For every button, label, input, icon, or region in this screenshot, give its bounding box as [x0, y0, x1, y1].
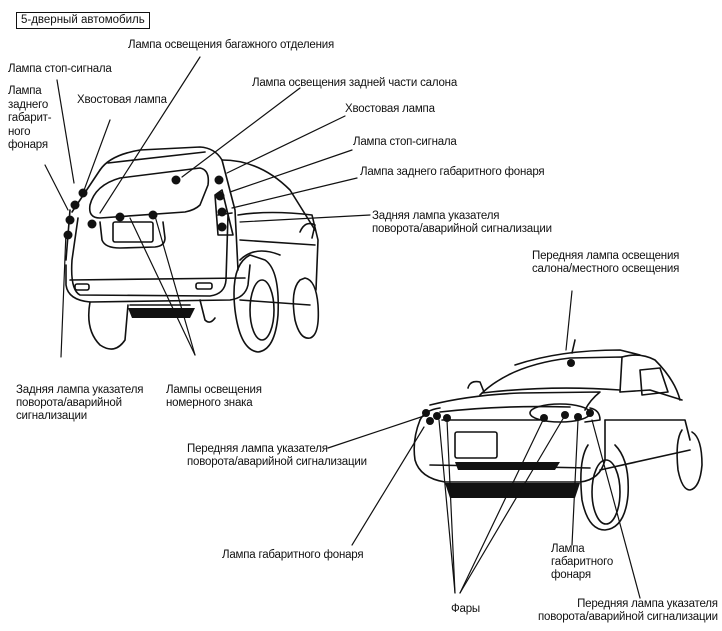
label-line: Лампы освещения	[166, 384, 262, 396]
label-rear-interior-lamp: Лампа освещения задней части салона	[252, 77, 458, 89]
label-line: габарит-	[8, 112, 52, 124]
lamp-dot	[574, 413, 582, 421]
front-leader-lines	[327, 290, 641, 599]
label-tail-lamp-right: Хвостовая лампа	[345, 103, 435, 115]
lamp-dot	[214, 175, 224, 185]
lamp-dot	[115, 212, 125, 222]
lamp-dot	[217, 222, 227, 232]
label-line: поворота/аварийной	[16, 397, 122, 409]
label-position-lamp-right: Лампа габаритного фонаря	[551, 543, 613, 582]
label-line: поворота/аварийной сигнализации	[187, 456, 367, 468]
label-line: Передняя лампа указателя	[187, 443, 328, 455]
rear-car-drawing	[65, 146, 320, 353]
label-line: Задняя лампа указателя	[16, 384, 144, 396]
label-headlights: Фары	[451, 603, 481, 615]
lamp-dot	[422, 409, 430, 417]
lamp-dot	[540, 414, 548, 422]
label-line: поворота/аварийной сигнализации	[538, 611, 718, 623]
label-front-turn-lamp-left: Передняя лампа указателя поворота/аварий…	[187, 443, 367, 469]
lamp-dot	[586, 409, 594, 417]
lamp-dot	[433, 412, 441, 420]
label-front-turn-lamp-right: Передняя лампа указателя поворота/аварий…	[538, 598, 718, 624]
label-rear-position-lamp-left: Лампа заднего габарит- ного фонаря	[8, 85, 52, 153]
lamp-dot	[217, 207, 227, 217]
label-line: Лампа	[8, 85, 42, 97]
label-line: Передняя лампа указателя	[577, 598, 718, 610]
label-line: Задняя лампа указателя	[372, 210, 500, 222]
label-line: ного	[8, 125, 31, 138]
label-brake-lamp-left: Лампа стоп-сигнала	[8, 63, 112, 75]
label-brake-lamp-right: Лампа стоп-сигнала	[353, 136, 457, 148]
lamp-dot	[87, 219, 97, 229]
lamp-dot	[63, 230, 73, 240]
label-line: салона/местного освещения	[532, 263, 680, 275]
label-line: заднего	[8, 98, 49, 111]
label-rear-turn-lamp-right: Задняя лампа указателя поворота/аварийно…	[372, 210, 552, 236]
rear-underbody-shadow	[128, 308, 195, 318]
lamp-dot	[70, 200, 80, 210]
lamp-dot	[426, 417, 434, 425]
label-line: фонаря	[8, 139, 48, 151]
label-line: габаритного	[551, 556, 614, 568]
front-car-drawing	[413, 339, 703, 531]
lamp-dot	[443, 414, 451, 422]
label-rear-position-lamp-right: Лампа заднего габаритного фонаря	[360, 166, 545, 178]
lamp-dot	[78, 188, 88, 198]
label-line: Лампа	[551, 543, 585, 555]
label-front-interior-lamp: Передняя лампа освещения салона/местного…	[532, 250, 679, 276]
lamp-dot	[215, 191, 225, 201]
rear-leader-lines	[44, 56, 371, 358]
diagram-title: 5-дверный автомобиль	[16, 12, 150, 29]
label-line: фонаря	[551, 569, 591, 581]
lamp-dot	[148, 210, 158, 220]
label-position-lamp-left: Лампа габаритного фонаря	[222, 549, 364, 561]
lamp-dot	[561, 411, 569, 419]
label-line: Передняя лампа освещения	[532, 250, 680, 262]
label-line: сигнализации	[16, 410, 87, 422]
lamp-dot	[65, 215, 75, 225]
label-tail-lamp-left: Хвостовая лампа	[77, 94, 167, 106]
label-rear-turn-lamp-left: Задняя лампа указателя поворота/аварийно…	[16, 384, 143, 423]
label-line: номерного знака	[166, 397, 253, 409]
label-license-plate-lamps: Лампы освещения номерного знака	[166, 384, 262, 410]
lamp-dots	[63, 175, 594, 425]
lamp-dot	[171, 175, 181, 185]
lamp-dot	[567, 359, 575, 367]
label-line: поворота/аварийной сигнализации	[372, 223, 552, 235]
label-cargo-lamp: Лампа освещения багажного отделения	[128, 39, 335, 51]
